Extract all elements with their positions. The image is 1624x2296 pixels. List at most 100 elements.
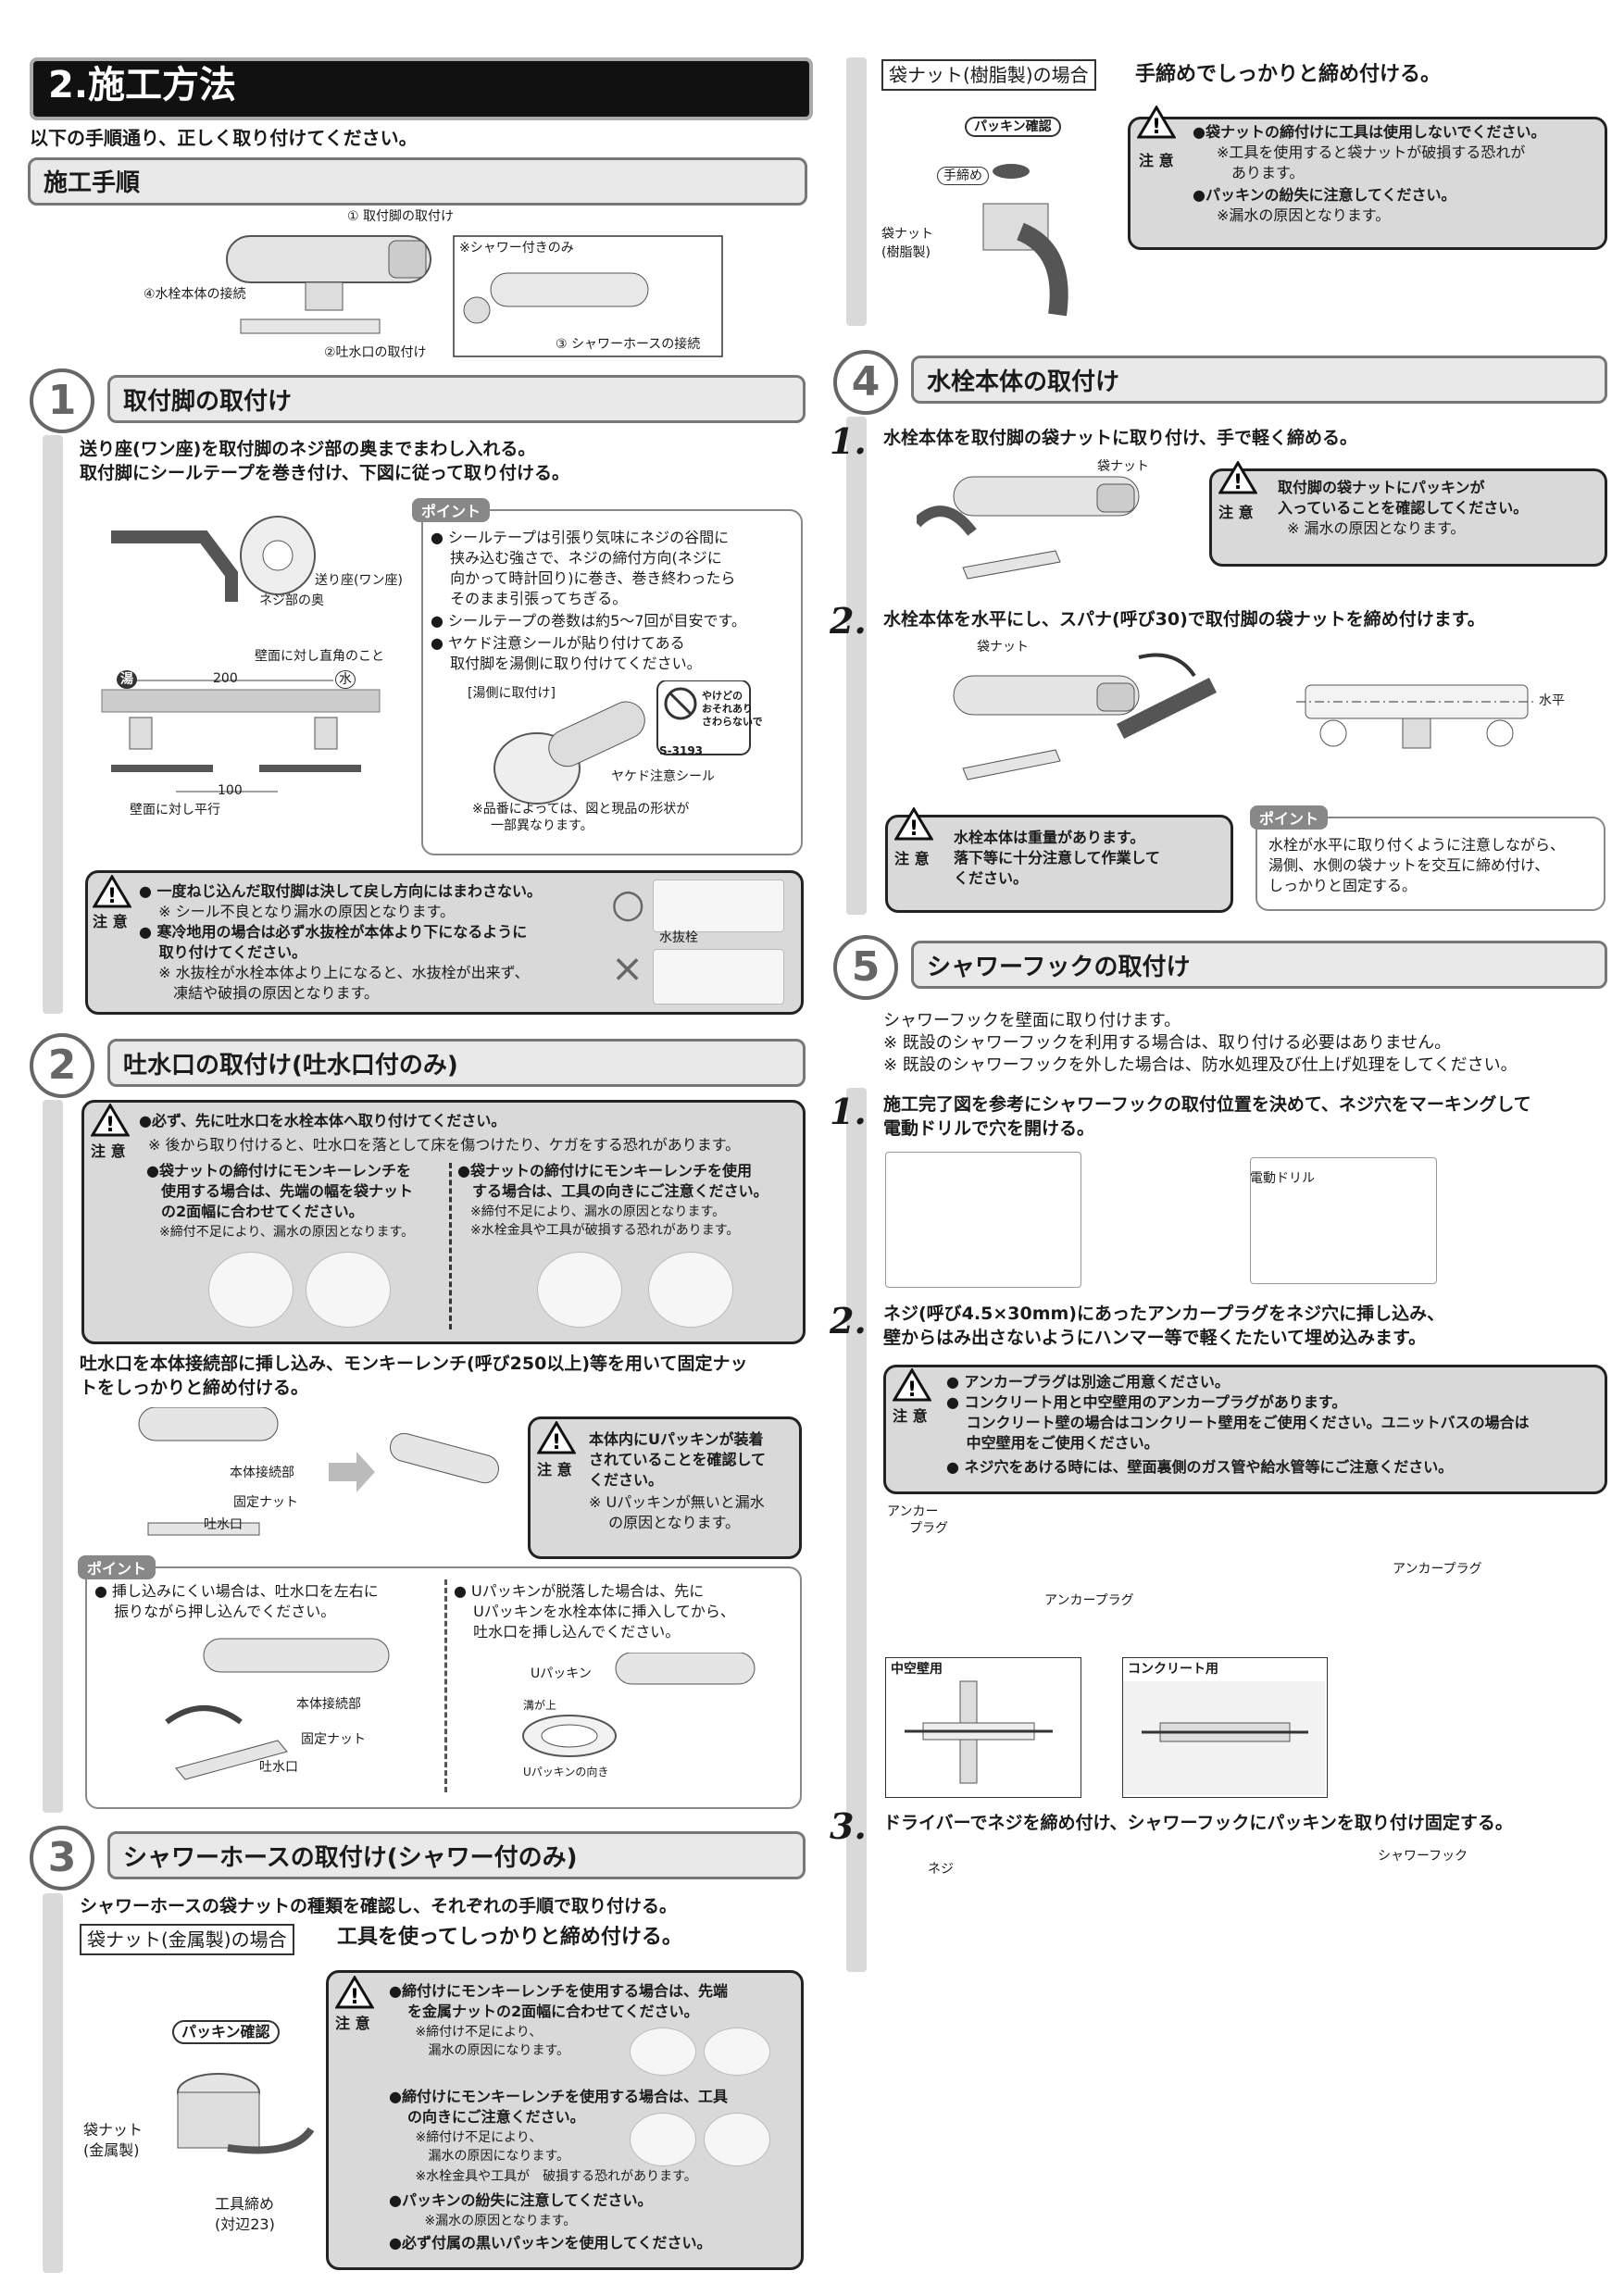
s5-hollow-label: 中空壁用 [891,1662,943,1677]
s2-warn2-4: の原因となります。 [589,1514,741,1531]
s5-concrete-label: コンクリート用 [1128,1662,1218,1677]
s3-line1: シャワーホースの袋ナットの種類を確認し、それぞれの手順で取り付ける。 [80,1896,678,1916]
overview-label-2: ②吐水口の取付け [324,345,427,360]
section-5-title: シャワーフックの取付け [927,954,1191,981]
s5-intro-1: ※ 既設のシャワーフックを利用する場合は、取り付ける必要はありません。 [883,1033,1452,1053]
s1-label-neji: ネジ部の奥 [259,593,324,608]
s1-label-wall: 壁面に対し直角のこと [255,649,384,664]
s3-warn-2: ※締付け不足により、 [398,2025,543,2040]
cold-mark: 水 [335,670,356,689]
s2-wrench-dir-ng-figure [648,1252,733,1328]
s3-caution-label: 注 意 [335,2015,370,2032]
s3-resin-caution-label: 注 意 [1139,152,1174,169]
s2-warn-right-0: ●袋ナットの締付けにモンキーレンチを使用 [457,1162,752,1179]
s3-metal-figure: パッキン確認 袋ナット (金属製) 工具締め (対辺23) [80,1963,320,2240]
s3-warn-3: 漏水の原因になります。 [398,2043,570,2058]
s2-point-right-1: Uパッキンを水栓本体に挿入してから、 [454,1603,735,1620]
s2-warn2-3: ※ Uパッキンが無いと漏水 [589,1493,765,1511]
s2-label-a: 本体接続部 [230,1466,294,1480]
s2-figure: 本体接続部 固定ナット 吐水口 [120,1406,518,1546]
s5-hook-figure [1254,1842,1476,1963]
s4-point-0: 水栓が水平に取り付くように注意しながら、 [1268,836,1566,854]
s1-line2: 取付脚にシールテープを巻き付け、下図に従って取り付ける。 [80,463,569,483]
s3-resin-hand-label: 手締め [937,167,989,185]
s2-point-left-0: ● 挿し込みにくい場合は、吐水口を左右に [94,1582,379,1600]
s1-drain-ng-figure [653,949,784,1004]
s2-point-right-0: ● Uパッキンが脱落した場合は、先に [454,1582,705,1600]
s4-body-attach-drawing [912,476,1140,580]
s2-warn-right-3: ※水栓金具や工具が破損する恐れがあります。 [457,1223,740,1238]
section-5-sidebar [846,1088,867,1972]
s3-rwarn-2: あります。 [1202,164,1305,181]
overview-label-4: ④水栓本体の接続 [144,287,246,302]
s2-warn-top-0: ●必ず、先に吐水口を水栓本体へ取り付けてください。 [139,1112,506,1129]
section-1-sidebar [43,435,63,1014]
s4-step2-text: 水栓本体を水平にし、スパナ(呼び30)で取付脚の袋ナットを締め付けます。 [883,609,1485,630]
svg-text:!: ! [106,1114,115,1137]
caution-triangle-icon: ! [91,1104,130,1137]
s3-resin-packing-label: パッキン確認 [965,117,1061,137]
s3-nut-label-2: (金属製) [83,2141,140,2159]
proc-header: 施工手順 [28,157,807,206]
s3-tool-label-1: 工具締め [215,2195,275,2213]
s1-warn-2: ● 寒冷地用の場合は必ず水抜栓が本体より下になるように [139,923,528,941]
s3-warn-1: を金属ナットの2面幅に合わせてください。 [407,2003,699,2020]
section-5-number: 5 [833,935,898,1000]
s4-fig1-label: 袋ナット [1097,459,1149,474]
s5-screw-label: ネジ [928,1862,954,1877]
section-4-number: 4 [833,350,898,415]
s5-warn-3: 中空壁用をご使用ください。 [946,1434,1159,1452]
s1-sticker-label: ヤケド注意シール [611,769,715,784]
ok-mark: ○ [611,880,645,926]
s4-level-drawing [1296,684,1537,749]
section-2-header: 吐水口の取付け(吐水口付のみ) [107,1039,806,1087]
s2-warn-left-3: ※締付不足により、漏水の原因となります。 [146,1225,415,1240]
s4-point-tag: ポイント [1250,805,1329,830]
s5-anchor-label-2: プラグ [909,1521,948,1536]
s4-caution-label-1: 注 意 [1218,504,1254,521]
s2-body-2: トをしっかりと締め付ける。 [80,1378,309,1398]
s2-warn2-0: 本体内にUパッキンが装着 [589,1430,764,1448]
overview-label-1: ① 取付脚の取付け [347,209,455,224]
s2-label-b: 固定ナット [233,1495,298,1510]
svg-text:!: ! [350,1986,359,2009]
s2-warn-left-0: ●袋ナットの締付けにモンキーレンチを [146,1162,411,1179]
s3-rwarn-4: ※漏水の原因となります。 [1202,206,1391,224]
section-3-sidebar [43,1893,63,2273]
s5-caution-box [883,1365,1607,1494]
section-2-title: 吐水口の取付け(吐水口付のみ) [123,1052,458,1079]
s3-wrench-fit-ok-figure [630,2028,696,2076]
s3-warn-8: ※水栓金具や工具が 破損する恐れがあります。 [398,2169,697,2184]
section-5-header: シャワーフックの取付け [911,941,1607,989]
s5-anchor-label-3: アンカープラグ [1044,1593,1134,1608]
hot-mark: 湯 [117,670,137,689]
s2-upacking-drawing [522,1652,756,1757]
s1-warn-1: ※ シール不良となり漏水の原因となります。 [139,903,456,920]
s2-warn2-2: ください。 [589,1471,664,1489]
s5-drill-label: 電動ドリル [1250,1171,1315,1186]
hollow-wall-drawing [905,1680,1053,1784]
s2-wrench-ng-figure [306,1252,391,1328]
section-1-title: 取付脚の取付け [123,388,293,416]
s1-dim-100: 100 [218,783,243,798]
s2-point-label-b: 固定ナット [301,1732,366,1747]
s3-metal-text: 工具を使ってしっかりと締め付ける。 [337,1926,682,1949]
s3-rwarn-1: ※工具を使用すると袋ナットが破損する恐れが [1202,144,1526,161]
s1-warn-5: 凍結や破損の原因となります。 [139,984,380,1002]
s2-wrench-dir-ok-figure [537,1252,622,1328]
s4-warn2-1: 落下等に十分注意して作業して [954,849,1161,867]
s1-leg-drawing [101,516,381,792]
s5-screw-figure [885,1842,1070,1963]
s3-wrench-fit-ng-figure [704,2028,770,2076]
s2-warn-right-2: ※締付不足により、漏水の原因となります。 [457,1204,726,1219]
s3-packing-label: パッキン確認 [172,2020,280,2044]
section-3-sidebar-right [846,57,867,326]
s2-warn2-1: されていることを確認して [589,1451,767,1468]
s3-tool-label-2: (対辺23) [215,2215,275,2233]
s1-burn-3: さわらないで [702,716,763,728]
s4-level-label: 水平 [1539,693,1565,708]
svg-text:!: ! [909,817,918,841]
s5-step1-1: 電動ドリルで穴を開ける。 [883,1118,1095,1139]
s4-warn1-0: 取付脚の袋ナットにパッキンが [1278,479,1485,496]
overview-shower-only: ※シャワー付きのみ [459,241,574,256]
